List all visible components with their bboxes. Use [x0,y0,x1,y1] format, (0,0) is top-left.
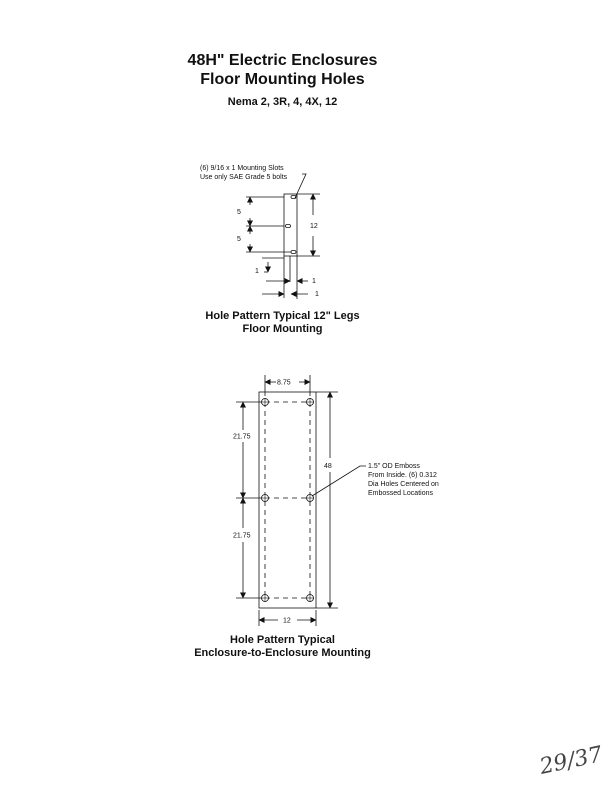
emboss-holes [261,398,314,602]
enc-note-leader [311,465,366,497]
leg-note-line1: (6) 9/16 x 1 Mounting Slots [200,165,284,172]
enc-dim-lower-label: 21.75 [233,533,251,540]
enc-note-line2: From Inside. (6) 0.312 [368,472,437,479]
enclosure-diagram [236,375,366,626]
leg-dim-right2-label: 1 [315,291,319,298]
page-mark: 29/37 [537,742,605,780]
leg-dim-top-label: 5 [237,209,241,216]
nema-types: Nema 2, 3R, 4, 4X, 12 [227,96,338,108]
leg-dims-right [262,193,320,297]
leg-dim-height-label: 12 [310,223,318,230]
leg-note-line2: Use only SAE Grade 5 bolts [200,174,288,181]
slot-top [290,195,297,199]
enclosure-caption-line1: Hole Pattern Typical [230,634,335,646]
slot-bottom [290,250,297,254]
leg-outline [283,193,298,257]
slot-middle [285,224,291,228]
leg-dim-left-label: 1 [255,268,259,275]
page-title: 48H" Electric Enclosures [187,52,378,69]
enc-dim-bottom-width-label: 12 [283,618,291,625]
leg-dim-right1-label: 1 [312,278,316,285]
leg-dim-mid-label: 5 [237,236,241,243]
enc-dim-top-width-label: 8.75 [277,380,291,387]
leg-caption: Hole Pattern Typical 12" Legs Floor Moun… [0,310,565,336]
enc-note-line1: 1.5" OD Emboss [368,463,420,470]
leg-note-leader [294,173,307,199]
leg-caption-line1: Hole Pattern Typical 12" Legs [205,310,360,322]
enc-dim-height-label: 48 [324,463,332,470]
leg-caption-line2: Floor Mounting [242,323,323,335]
leg-diagram: (6) 9/16 x 1 Mounting Slots Use only SAE… [200,165,307,299]
enc-note-line3: Dia Holes Centered on [368,481,439,488]
enclosure-caption: Hole Pattern Typical Enclosure-to-Enclos… [0,634,565,660]
page-subtitle: Floor Mounting Holes [200,71,365,88]
enclosure-outline [258,391,317,609]
enclosure-caption-line2: Enclosure-to-Enclosure Mounting [194,647,371,659]
hole-pattern-dashed [264,401,311,599]
enc-dim-upper-label: 21.75 [233,434,251,441]
enc-note-line4: Embossed Locations [368,490,433,497]
